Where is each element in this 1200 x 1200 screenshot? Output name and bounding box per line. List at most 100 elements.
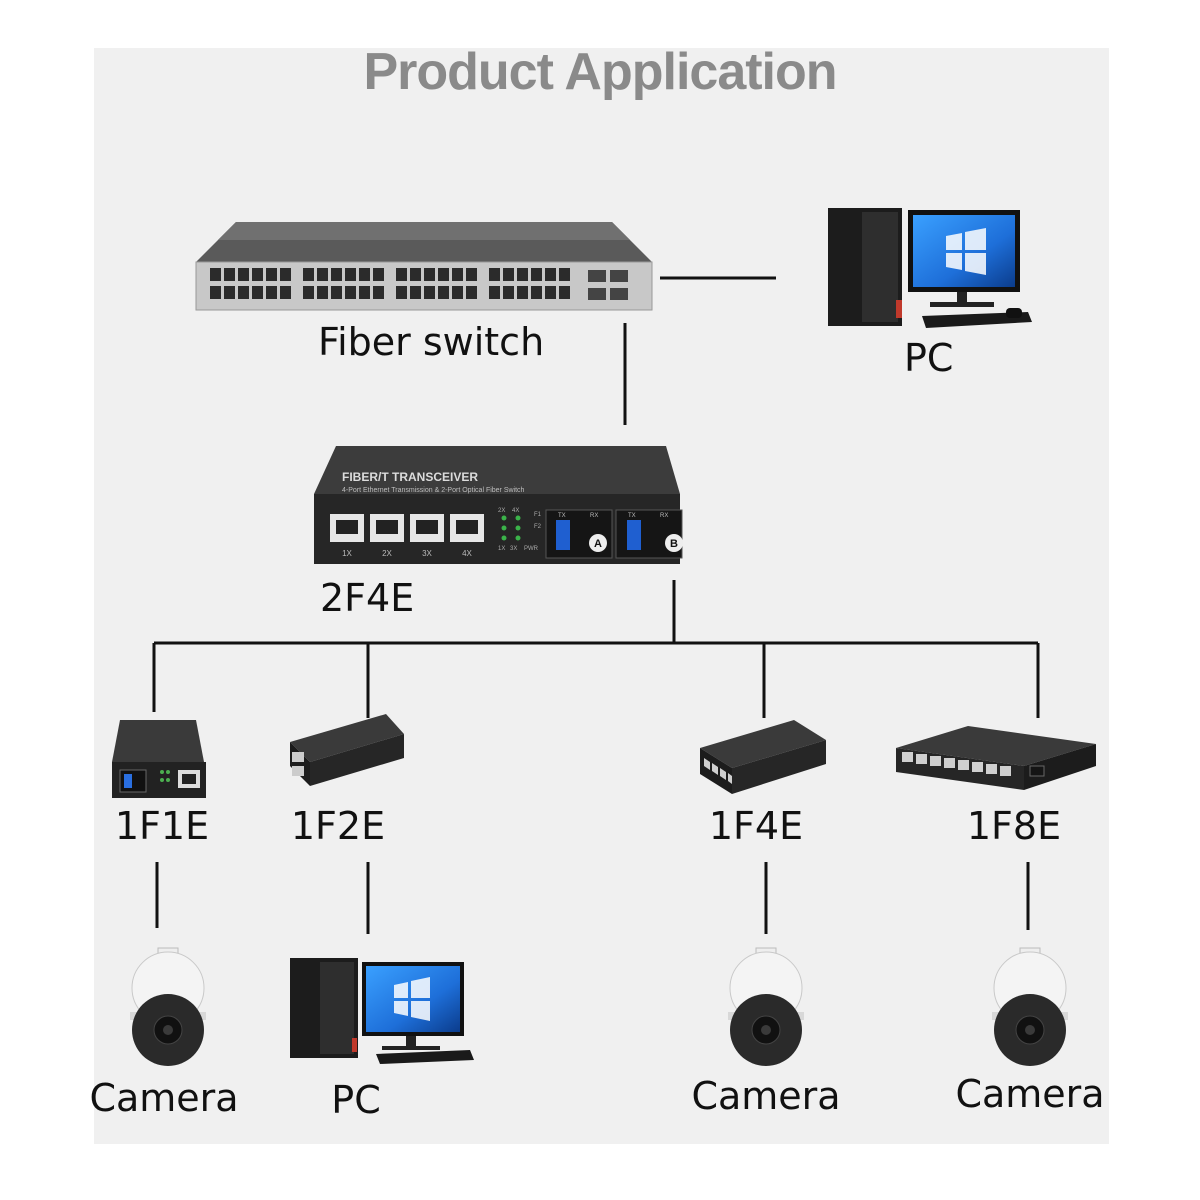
label-camera-3: Camera [691, 1074, 841, 1118]
status-led [501, 535, 507, 541]
fiber-switch-image [195, 222, 653, 311]
rj45-port [972, 762, 983, 772]
fiber-b-rx: RX [660, 513, 668, 519]
switch-port [280, 286, 291, 299]
switch-port [503, 286, 514, 299]
switch-port [252, 268, 263, 281]
transceiver-2f4e-image [314, 446, 683, 564]
label-1f2e: 1F2E [290, 804, 386, 848]
rj45-port [1000, 766, 1011, 776]
led-label: F2 [534, 524, 542, 530]
label-1f8e: 1F8E [966, 804, 1062, 848]
fiber-b-tx: TX [628, 513, 636, 519]
page-title: Product Application [363, 43, 837, 101]
switch-port [238, 286, 249, 299]
label-pc-bottom: PC [331, 1078, 381, 1122]
rj45-port-label: 3X [422, 549, 432, 558]
transceiver-subtitle: 4-Port Ethernet Transmission & 2-Port Op… [342, 487, 525, 494]
switch-port [452, 286, 463, 299]
rj45-port [958, 760, 969, 770]
switch-port [280, 268, 291, 281]
transceiver-label: FIBER/T TRANSCEIVER [342, 470, 478, 484]
rj45-port-label: 4X [462, 549, 472, 558]
switch-port [224, 268, 235, 281]
switch-port [331, 268, 342, 281]
switch-port [266, 268, 277, 281]
switch-port [238, 268, 249, 281]
switch-sfp-port [588, 288, 606, 300]
switch-port [452, 268, 463, 281]
led-label: 3X [510, 546, 517, 552]
camera-3-image [728, 947, 804, 1066]
switch-sfp-port [588, 270, 606, 282]
switch-port [466, 286, 477, 299]
switch-port [517, 286, 528, 299]
led-label: F1 [534, 512, 542, 518]
media-converter-1f1e-image [112, 720, 206, 798]
switch-sfp-port [610, 288, 628, 300]
rj45-port [916, 754, 927, 764]
fiber-port-a: A [594, 538, 602, 550]
fiber-a-tx: TX [558, 513, 566, 519]
switch-port [489, 286, 500, 299]
switch-port [345, 286, 356, 299]
switch-port [396, 286, 407, 299]
switch-port [531, 286, 542, 299]
connection-lines [152, 276, 1040, 934]
switch-port [424, 286, 435, 299]
status-led [515, 525, 521, 531]
switch-port [466, 268, 477, 281]
rj45-socket [376, 520, 398, 534]
label-1f1e: 1F1E [114, 804, 210, 848]
led-label: 4X [512, 508, 519, 514]
fiber-a-rx: RX [590, 513, 598, 519]
switch-port [410, 268, 421, 281]
rj45-socket [336, 520, 358, 534]
pc-top-image [828, 208, 1032, 328]
switch-port [359, 268, 370, 281]
switch-port [410, 286, 421, 299]
fiber-port-b: B [670, 538, 678, 550]
status-led [501, 525, 507, 531]
switch-port [317, 268, 328, 281]
switch-port [345, 268, 356, 281]
rj45-socket [416, 520, 438, 534]
rj45-port [986, 764, 997, 774]
rj45-port [902, 752, 913, 762]
media-converter-1f8e-image [896, 726, 1096, 790]
switch-port [559, 286, 570, 299]
label-camera-4: Camera [955, 1072, 1105, 1116]
switch-port [438, 268, 449, 281]
switch-port [359, 286, 370, 299]
switch-port [517, 268, 528, 281]
rj45-port-label: 2X [382, 549, 392, 558]
status-led [515, 535, 521, 541]
camera-4-image [992, 947, 1068, 1066]
label-pc-top: PC [904, 336, 954, 380]
switch-port [224, 286, 235, 299]
label-2f4e: 2F4E [320, 576, 415, 620]
switch-port [531, 268, 542, 281]
switch-sfp-port [610, 270, 628, 282]
switch-port [303, 286, 314, 299]
rj45-port [944, 758, 955, 768]
pc-bottom-image [290, 958, 474, 1064]
switch-port [424, 268, 435, 281]
rj45-port [930, 756, 941, 766]
media-converter-1f2e-image [290, 714, 404, 786]
switch-port [545, 286, 556, 299]
status-led [515, 515, 521, 521]
switch-port [266, 286, 277, 299]
switch-port [317, 286, 328, 299]
switch-port [559, 268, 570, 281]
media-converter-1f4e-image [700, 720, 826, 794]
switch-port [373, 268, 384, 281]
switch-port [438, 286, 449, 299]
camera-1-image [130, 947, 206, 1066]
label-camera-1: Camera [89, 1076, 239, 1120]
label-1f4e: 1F4E [708, 804, 804, 848]
switch-port [331, 286, 342, 299]
switch-port [210, 268, 221, 281]
